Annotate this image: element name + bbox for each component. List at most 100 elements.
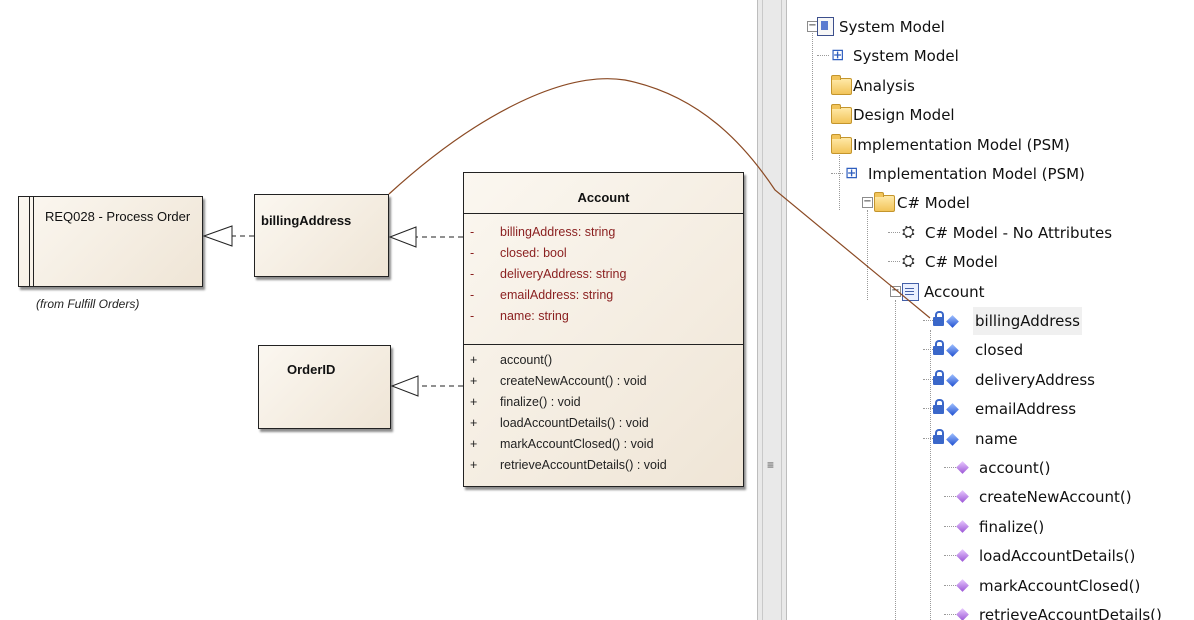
tree-item[interactable]: markAccountClosed()	[977, 571, 1142, 599]
operation-signature: createNewAccount() : void	[500, 374, 647, 388]
attribute-signature: billingAddress: string	[500, 225, 616, 239]
attribute-signature: name: string	[500, 309, 569, 323]
class-attribute[interactable]: - deliveryAddress: string	[464, 264, 743, 285]
tree-item[interactable]: closed	[973, 335, 1025, 363]
attribute-signature: deliveryAddress: string	[500, 267, 627, 281]
class-operation[interactable]: + account()	[464, 350, 743, 371]
class-operation[interactable]: +retrieveAccountDetails() : void	[464, 455, 743, 476]
splitter-grip-icon[interactable]: ≡	[767, 458, 775, 472]
tree-item[interactable]: name	[973, 424, 1020, 452]
lock-icon	[933, 340, 944, 355]
tree-item[interactable]: Implementation Model (PSM)	[851, 130, 1072, 158]
visibility-marker: -	[470, 267, 475, 281]
attribute-diamond-icon	[946, 433, 959, 446]
tree-item-label: markAccountClosed()	[979, 576, 1141, 595]
visibility-marker: -	[470, 309, 475, 323]
folder-icon	[831, 134, 852, 154]
tree-item[interactable]: Design Model	[851, 100, 957, 128]
tree-item-label: Design Model	[853, 105, 955, 124]
lock-icon	[933, 429, 944, 444]
billing-address-node[interactable]: billingAddress	[254, 194, 389, 277]
package-icon	[817, 17, 834, 36]
tree-guide-line	[944, 585, 956, 586]
lock-icon	[933, 399, 944, 414]
tree-item[interactable]: loadAccountDetails()	[977, 541, 1137, 569]
tree-item-label: retrieveAccountDetails()	[979, 605, 1162, 620]
attribute-diamond-icon	[946, 315, 959, 328]
class-attribute[interactable]: -closed: bool	[464, 243, 743, 264]
tree-guide-line	[923, 320, 935, 321]
operation-icon	[956, 608, 969, 620]
tree-item[interactable]: Implementation Model (PSM)	[866, 159, 1087, 187]
tree-item-label: Account	[924, 282, 985, 301]
operation-signature: account()	[500, 353, 553, 367]
tree-item-label: System Model	[853, 46, 959, 65]
tree-item[interactable]: finalize()	[977, 512, 1046, 540]
class-attribute[interactable]: -emailAddress: string	[464, 285, 743, 306]
requirement-title: REQ028 - Process Order	[45, 209, 191, 224]
visibility-marker: +	[470, 437, 478, 451]
order-id-title: OrderID	[287, 362, 336, 377]
tree-item[interactable]: System Model	[837, 12, 947, 40]
visibility-marker: +	[470, 416, 478, 430]
tree-item-label: emailAddress	[975, 399, 1077, 418]
tree-item[interactable]: deliveryAddress	[973, 365, 1097, 393]
class-operation[interactable]: + finalize() : void	[464, 392, 743, 413]
operation-icon	[956, 461, 969, 474]
requirement-note: (from Fulfill Orders)	[36, 297, 140, 311]
tree-guide-line	[944, 555, 956, 556]
tree-item[interactable]: C# Model	[923, 247, 1000, 275]
requirement-node[interactable]: REQ028 - Process Order	[18, 196, 203, 287]
tree-item[interactable]: Account	[922, 277, 987, 305]
folder-icon	[874, 192, 895, 212]
visibility-marker: +	[470, 395, 478, 409]
tree-guide-line	[944, 614, 956, 615]
class-icon	[902, 283, 919, 301]
lock-icon	[933, 370, 944, 385]
account-class-node[interactable]: Account -billingAddress: string-closed: …	[463, 172, 744, 487]
tree-item-label: C# Model - No Attributes	[925, 223, 1113, 242]
tree-item[interactable]: System Model	[851, 41, 961, 69]
tree-item[interactable]: account()	[977, 453, 1052, 481]
tree-item[interactable]: Analysis	[851, 71, 917, 99]
folder-icon	[831, 75, 852, 95]
tree-item[interactable]: C# Model - No Attributes	[923, 218, 1114, 246]
tree-item-label: closed	[975, 340, 1024, 359]
operation-icon	[956, 579, 969, 592]
collapse-toggle-icon[interactable]: −	[890, 285, 901, 297]
diagram-canvas[interactable]: REQ028 - Process Order (from Fulfill Ord…	[0, 0, 757, 620]
class-operation[interactable]: +loadAccountDetails() : void	[464, 413, 743, 434]
tree-item-label: createNewAccount()	[979, 487, 1132, 506]
tree-item-label: Analysis	[853, 76, 915, 95]
tree-item-label: account()	[979, 458, 1051, 477]
tree-item[interactable]: C# Model	[895, 188, 972, 216]
tree-item[interactable]: retrieveAccountDetails()	[977, 600, 1164, 620]
tree-guide-line	[923, 349, 935, 350]
class-attribute[interactable]: -billingAddress: string	[464, 222, 743, 243]
tree-item-label: C# Model	[897, 193, 970, 212]
panel-splitter[interactable]: ≡	[757, 0, 787, 620]
tree-guide-line	[923, 408, 935, 409]
tree-guide-line	[895, 300, 896, 620]
tree-item[interactable]: createNewAccount()	[977, 482, 1134, 510]
tree-guide-line	[867, 210, 868, 300]
project-browser-tree[interactable]: −System Model⊞System Model+Analysis+Desi…	[787, 0, 1194, 620]
tree-item-label-selected: billingAddress	[973, 306, 1082, 335]
tree-guide-line	[839, 150, 840, 210]
tree-item[interactable]: emailAddress	[973, 394, 1078, 422]
class-operation[interactable]: +markAccountClosed() : void	[464, 434, 743, 455]
class-operation[interactable]: + createNewAccount() : void	[464, 371, 743, 392]
collapse-toggle-icon[interactable]: −	[862, 196, 873, 208]
tree-item[interactable]: billingAddress	[973, 306, 1082, 335]
visibility-marker: +	[470, 458, 478, 472]
visibility-marker: +	[470, 374, 478, 388]
operation-compartment: + account() + createNewAccount() : void + fin…	[464, 350, 743, 476]
tree-guide-line	[817, 55, 829, 56]
operation-signature: finalize() : void	[500, 395, 581, 409]
attribute-signature: closed: bool	[500, 246, 567, 260]
visibility-marker: +	[470, 353, 478, 367]
order-id-node[interactable]: OrderID	[258, 345, 391, 429]
tree-guide-line	[888, 261, 900, 262]
billing-address-title: billingAddress	[261, 213, 352, 228]
class-attribute[interactable]: - name: string	[464, 306, 743, 327]
